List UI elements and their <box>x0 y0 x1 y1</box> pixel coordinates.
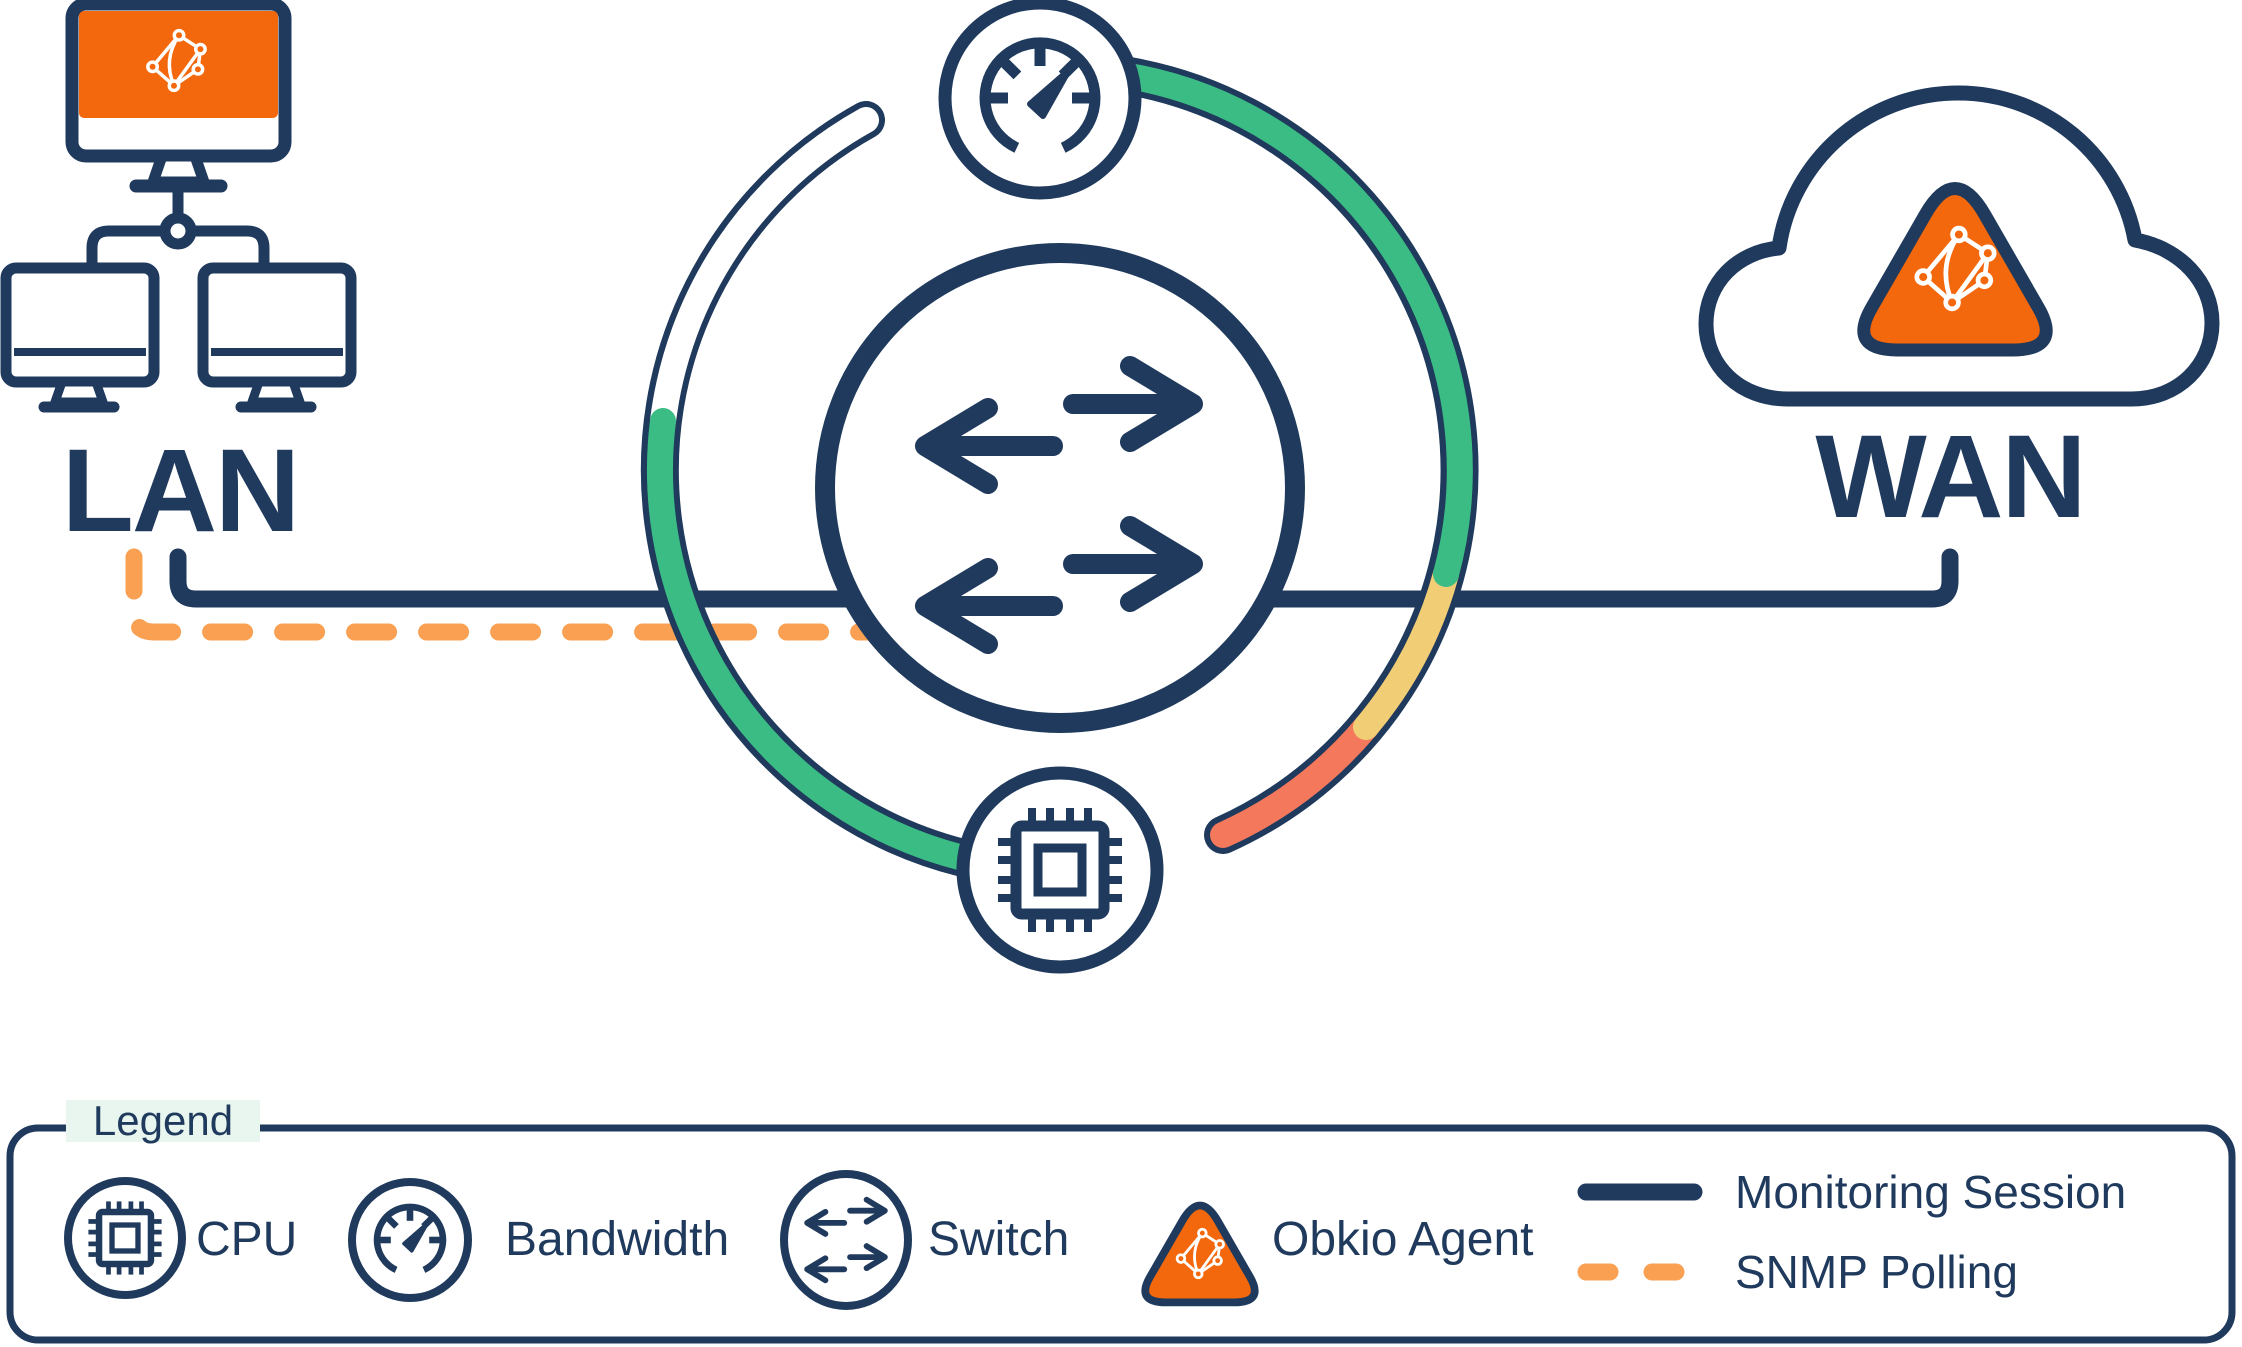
legend-snmp-label: SNMP Polling <box>1735 1246 2018 1298</box>
cpu-node <box>956 766 1164 974</box>
legend-cpu-label: CPU <box>196 1213 297 1266</box>
ring-segment-salmon <box>1210 714 1379 848</box>
legend-title-badge <box>66 1100 260 1142</box>
lan-label: LAN <box>62 425 299 557</box>
legend-bandwidth-label: Bandwidth <box>505 1213 729 1266</box>
legend: Legend CPU Bandwidth Switch Obkio Agent … <box>6 1097 2236 1344</box>
lan-cluster: LAN <box>0 0 357 557</box>
legend-switch-icon <box>780 1170 912 1310</box>
snmp-polling-line <box>125 548 889 641</box>
legend-agent-label: Obkio Agent <box>1272 1213 1534 1266</box>
wan-cluster: WAN <box>1698 85 2220 543</box>
lan-agent-monitor-icon <box>65 0 292 193</box>
ring-segment-green-left <box>646 408 976 871</box>
ring-segment-green-right <box>1116 63 1473 587</box>
lan-hub-node <box>159 212 197 250</box>
lan-workstation-icon-right <box>197 262 357 413</box>
cpu-icon <box>998 808 1122 932</box>
legend-title: Legend <box>93 1097 233 1144</box>
lan-workstation-icon-left <box>0 262 160 413</box>
status-ring <box>640 57 1479 877</box>
ring-segment-white <box>650 107 879 434</box>
switch-node <box>815 243 1305 733</box>
wan-label: WAN <box>1815 411 2084 543</box>
legend-box <box>6 1124 2236 1344</box>
cpu-icon <box>88 1201 161 1274</box>
ring-segment-yellow <box>1353 561 1459 740</box>
legend-monitoring-label: Monitoring Session <box>1735 1166 2126 1218</box>
legend-switch-label: Switch <box>928 1213 1069 1266</box>
bandwidth-node <box>938 0 1142 200</box>
